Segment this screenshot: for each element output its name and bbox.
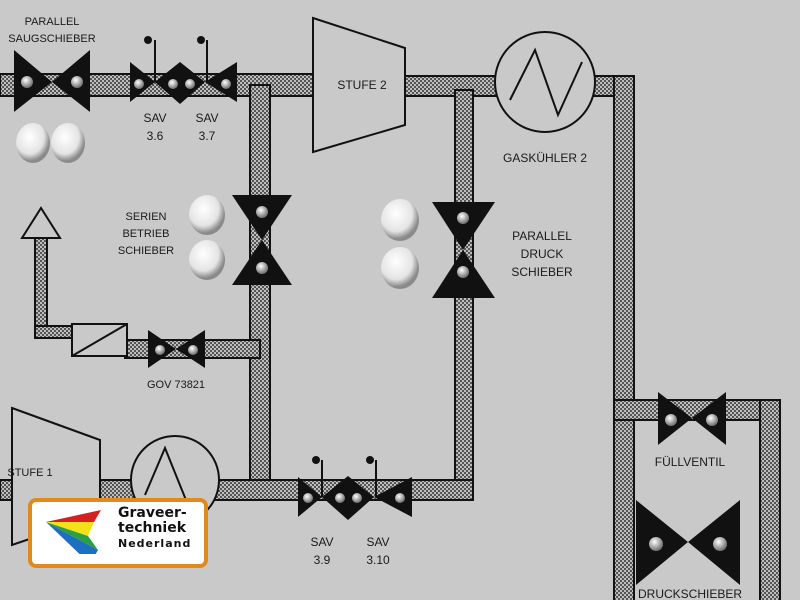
label-gaskuehler2: GASKÜHLER 2 — [503, 151, 587, 165]
indicator-leds — [16, 123, 419, 289]
valve-parallel-druck-schieber[interactable] — [432, 202, 495, 298]
valve-gov-73821[interactable] — [148, 330, 205, 368]
arrow-up-icon — [20, 206, 62, 239]
label-sav-number: 3.10 — [366, 553, 390, 567]
logo-line1: Graveer- — [118, 505, 187, 521]
label-sav: SAV — [310, 535, 333, 549]
valve-fuellventil[interactable] — [658, 392, 726, 445]
label-schieber: SCHIEBER — [118, 245, 174, 257]
valve-sav-3-6-3-7[interactable] — [130, 36, 237, 104]
valve-serien-betrieb-schieber[interactable] — [232, 195, 292, 285]
label-sav: SAV — [366, 535, 389, 549]
valve-druckschieber[interactable] — [636, 500, 740, 585]
logo-line3: Nederland — [118, 537, 192, 550]
logo-rainbow-icon — [46, 510, 101, 554]
label-serien: SERIEN — [126, 211, 167, 223]
valve-sav-3-9-3-10[interactable] — [298, 456, 412, 520]
label-saugschieber: SAUGSCHIEBER — [8, 33, 95, 45]
label-stufe2: STUFE 2 — [337, 78, 387, 92]
label-sav: SAV — [195, 111, 218, 125]
label-druck: DRUCK — [521, 247, 564, 261]
label-sav-number: 3.7 — [199, 129, 216, 143]
compressor-stufe2 — [312, 16, 406, 154]
gas-cooler-2 — [494, 31, 596, 133]
label-schieber: SCHIEBER — [511, 265, 573, 279]
valve-parallel-saugschieber[interactable] — [14, 50, 90, 112]
logo-line2: techniek — [118, 520, 187, 536]
label-sav: SAV — [143, 111, 166, 125]
graveertechniek-logo: Graveer- techniek Nederland — [28, 498, 208, 568]
label-betrieb: BETRIEB — [122, 228, 169, 240]
label-druckschieber: DRUCKSCHIEBER — [638, 587, 742, 600]
label-sav-number: 3.6 — [147, 129, 164, 143]
label-parallel-1: PARALLEL — [25, 16, 80, 28]
label-fuellventil: FÜLLVENTIL — [655, 455, 726, 469]
label-gov: GOV 73821 — [147, 379, 205, 391]
label-sav-number: 3.9 — [314, 553, 331, 567]
check-valve-box — [71, 323, 128, 357]
label-parallel: PARALLEL — [512, 229, 572, 243]
label-stufe1: STUFE 1 — [7, 467, 52, 479]
